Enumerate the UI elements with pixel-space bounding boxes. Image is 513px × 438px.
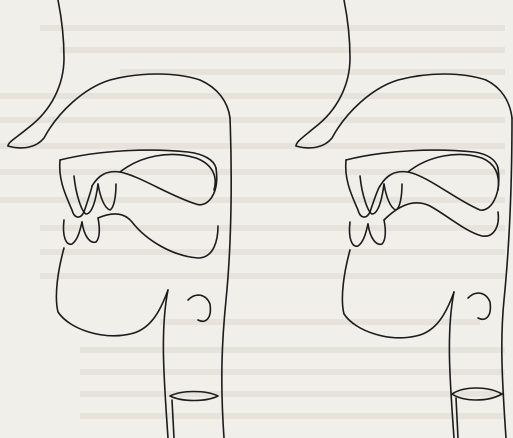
- right-chin: [342, 250, 454, 338]
- left-vocal-tract: [8, 0, 231, 438]
- left-epiglottis: [188, 295, 210, 321]
- right-epiglottis: [468, 293, 490, 319]
- right-upper-incisor: [384, 184, 402, 210]
- right-nose-profile: [296, 0, 350, 146]
- right-vocal-folds: [452, 388, 502, 400]
- left-nose-profile: [8, 0, 64, 146]
- left-larynx-front: [163, 290, 168, 438]
- left-trachea-line: [172, 400, 174, 438]
- right-velum: [380, 168, 499, 210]
- left-nasal-floor: [8, 74, 230, 148]
- right-velum-upper: [408, 154, 498, 190]
- right-lower-teeth: [349, 222, 368, 246]
- right-pharynx-wall: [502, 118, 512, 438]
- right-lower-incisor: [368, 220, 385, 244]
- left-velum: [92, 168, 217, 205]
- left-upper-incisor: [98, 184, 116, 210]
- left-hard-palate: [60, 150, 216, 168]
- right-hard-palate: [346, 150, 498, 168]
- left-tongue: [98, 214, 218, 258]
- left-vocal-folds: [170, 392, 218, 401]
- left-velum-upper: [120, 154, 215, 190]
- right-tongue: [384, 203, 498, 236]
- right-upper-lip: [346, 160, 380, 217]
- left-pharynx-wall: [222, 118, 231, 438]
- right-vocal-tract: [296, 0, 512, 438]
- right-larynx-front: [449, 292, 454, 438]
- left-lower-teeth: [63, 220, 82, 244]
- left-lower-incisor: [82, 218, 99, 242]
- right-trachea-line: [456, 398, 458, 438]
- right-nasal-floor: [296, 74, 512, 148]
- left-chin: [56, 248, 168, 336]
